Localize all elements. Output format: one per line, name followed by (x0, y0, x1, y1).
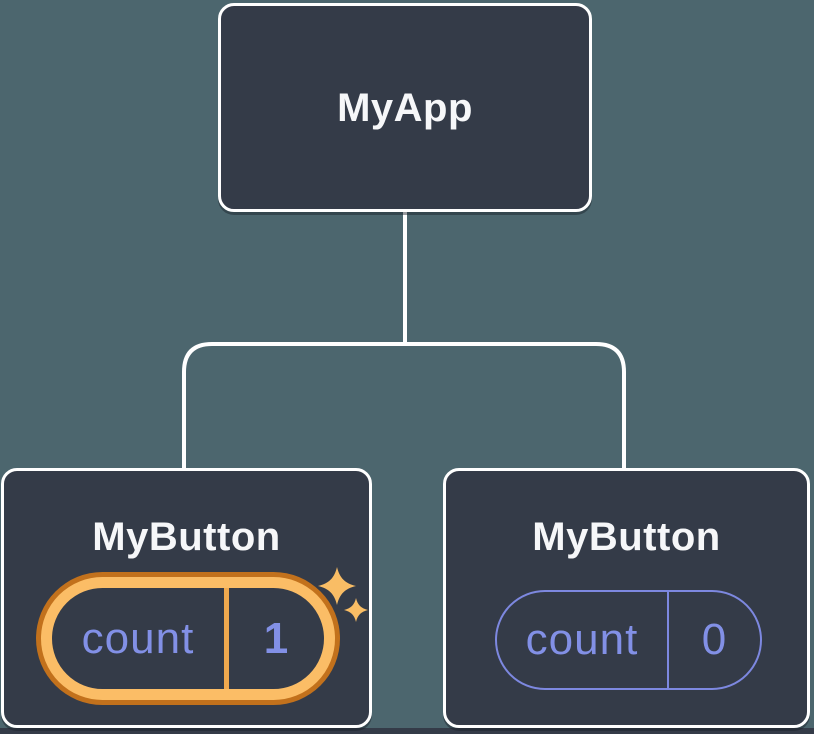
state-pill-plain: count 0 (495, 590, 762, 690)
sparkles-icon (318, 567, 368, 622)
node-label-myapp: MyApp (337, 85, 473, 130)
state-value: 1 (263, 613, 290, 663)
state-key-label: count (81, 613, 195, 663)
node-label-mybutton-right: MyButton (532, 515, 721, 559)
state-value: 0 (701, 615, 728, 664)
pill-divider (224, 588, 229, 689)
bottom-edge-strip (0, 728, 814, 734)
tree-node-mybutton-right: MyButton count 0 (443, 468, 810, 728)
tree-node-myapp: MyApp (218, 3, 592, 212)
node-label-mybutton-left: MyButton (92, 515, 281, 559)
state-pill-highlighted: count 1 (41, 577, 335, 700)
state-key-label: count (525, 615, 639, 664)
pill-divider (667, 592, 669, 688)
tree-node-mybutton-left: MyButton count 1 (1, 468, 372, 728)
